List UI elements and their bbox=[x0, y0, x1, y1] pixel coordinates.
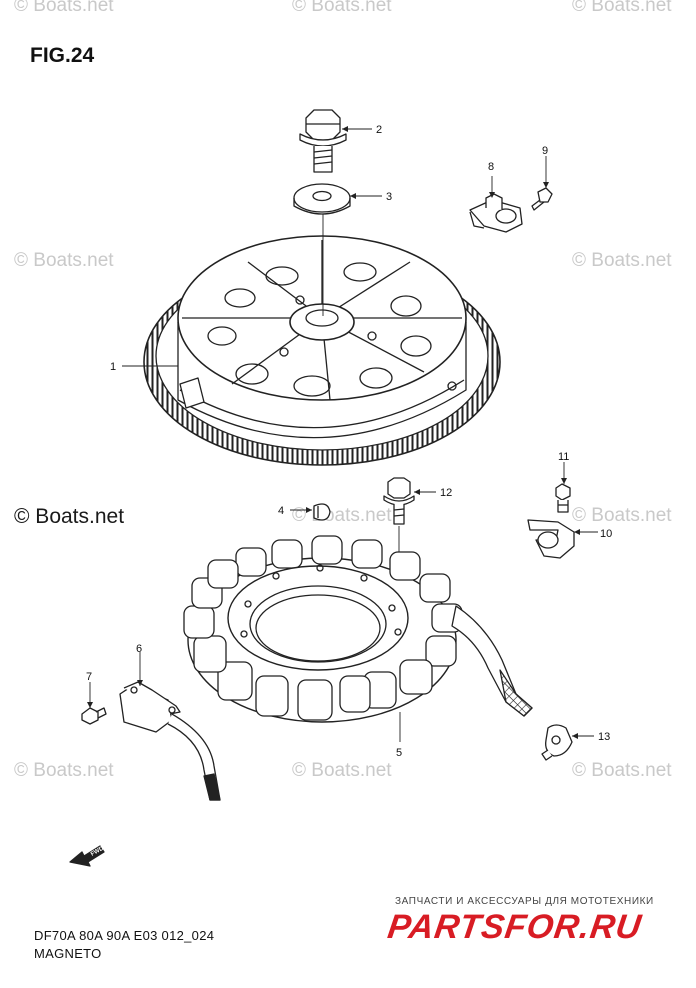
sensor-screw bbox=[531, 187, 553, 211]
figure-title: FIG.24 bbox=[30, 44, 95, 67]
callout-3: 3 bbox=[386, 191, 392, 203]
watermark: © Boats.net bbox=[572, 505, 672, 526]
watermark: © Boats.net bbox=[572, 760, 672, 781]
callout-5: 5 bbox=[396, 747, 402, 759]
pulser-coil bbox=[119, 681, 221, 801]
callout-6: 6 bbox=[136, 643, 142, 655]
watermark: © Boats.net bbox=[292, 760, 392, 781]
brand-tagline: ЗАПЧАСТИ И АКСЕССУАРЫ ДЛЯ МОТОТЕХНИКИ bbox=[395, 896, 654, 907]
stator-lead-wire bbox=[451, 605, 533, 717]
callout-12: 12 bbox=[440, 487, 452, 499]
watermark: © Boats.net bbox=[14, 0, 114, 16]
lead-clamp bbox=[541, 724, 573, 761]
watermark: © Boats.net bbox=[572, 250, 672, 271]
callout-4: 4 bbox=[278, 505, 284, 517]
stator bbox=[183, 535, 463, 723]
watermark: © Boats.net bbox=[14, 760, 114, 781]
callout-11: 11 bbox=[558, 451, 569, 463]
pulser-screw bbox=[81, 707, 107, 725]
brand-logo[interactable]: PARTSFOR.RU bbox=[385, 908, 645, 946]
callout-13: 13 bbox=[598, 731, 610, 743]
pickup-sensor bbox=[469, 193, 523, 233]
wire-clamp bbox=[527, 519, 575, 559]
washer bbox=[293, 183, 351, 215]
callout-10: 10 bbox=[600, 528, 612, 540]
callout-1: 1 bbox=[110, 361, 116, 373]
watermark-strong: © Boats.net bbox=[14, 505, 125, 528]
stator-bolt bbox=[383, 477, 415, 628]
callout-9: 9 bbox=[542, 145, 548, 157]
watermark: © Boats.net bbox=[14, 250, 114, 271]
clamp-bolt bbox=[555, 483, 571, 513]
callout-8: 8 bbox=[488, 161, 494, 173]
woodruff-key bbox=[313, 503, 331, 521]
section-name: MAGNETO bbox=[34, 946, 102, 961]
watermark: © Boats.net bbox=[292, 0, 392, 16]
watermark: © Boats.net bbox=[572, 0, 672, 16]
fwd-arrow bbox=[69, 845, 105, 867]
flywheel bbox=[143, 235, 501, 466]
model-code: DF70A 80A 90A E03 012_024 bbox=[34, 928, 215, 943]
flywheel-bolt bbox=[299, 109, 347, 173]
callout-7: 7 bbox=[86, 671, 92, 683]
callout-2: 2 bbox=[376, 124, 382, 136]
